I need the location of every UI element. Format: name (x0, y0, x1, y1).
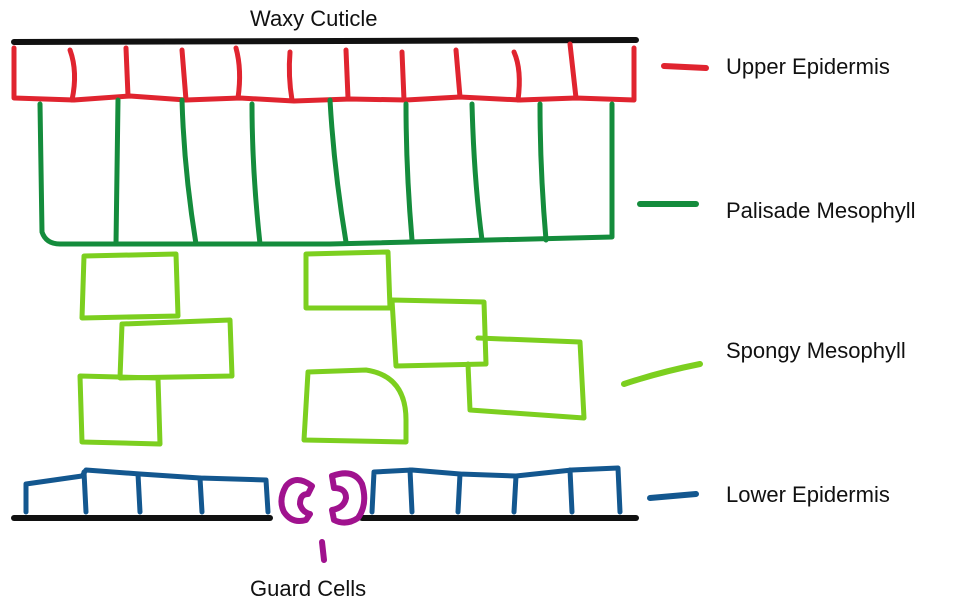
guard-cells-pointer (319, 539, 327, 563)
upper-epidermis-pointer (661, 63, 709, 71)
upper-epidermis-label: Upper Epidermis (726, 54, 890, 79)
waxy-cuticle-line (11, 37, 639, 45)
guard-cell-left (278, 477, 315, 524)
upper-epidermis-cells (11, 41, 637, 104)
spongy-mesophyll-label: Spongy Mesophyll (726, 338, 906, 363)
waxy-cuticle-label: Waxy Cuticle (250, 6, 378, 31)
guard-cell-right (329, 470, 368, 526)
spongy-mesophyll-pointer (621, 361, 703, 387)
lower-epidermis-label: Lower Epidermis (726, 482, 890, 507)
palisade-mesophyll-label: Palisade Mesophyll (726, 198, 916, 223)
spongy-mesophyll-cells (77, 249, 587, 447)
guard-cells-label: Guard Cells (250, 576, 366, 601)
palisade-mesophyll-cells (37, 97, 615, 247)
lower-epidermis-cells (23, 465, 623, 515)
guard-cells (278, 470, 368, 563)
lower-epidermis-pointer (647, 491, 699, 501)
